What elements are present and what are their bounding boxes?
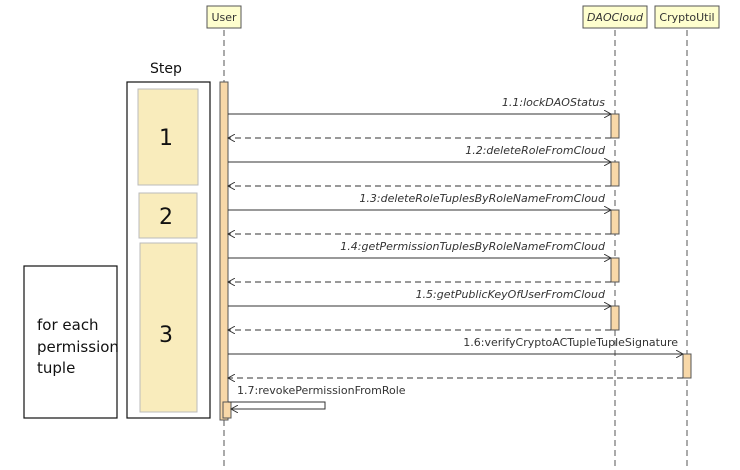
participant-daocloud-label: DAOCloud <box>587 11 644 24</box>
daocloud-activation-4 <box>610 257 620 283</box>
note-line-1: for each <box>37 316 99 334</box>
message-1-4: 1.4:getPermissionTuplesByRoleNameFromClo… <box>228 240 611 282</box>
daocloud-activation-5 <box>610 305 620 331</box>
step-box-1-label: 1 <box>159 126 173 151</box>
message-1-3-label: 1.3:deleteRoleTuplesByRoleNameFromCloud <box>359 192 606 205</box>
daocloud-activation-3 <box>610 209 620 235</box>
participant-cryptoutil-label: CryptoUtil <box>659 11 714 24</box>
message-1-3: 1.3:deleteRoleTuplesByRoleNameFromCloud <box>228 192 611 234</box>
note-box: for each permission tuple <box>23 265 119 419</box>
message-1-2: 1.2:deleteRoleFromCloud <box>228 144 611 186</box>
participant-cryptoutil[interactable]: CryptoUtil <box>654 5 720 29</box>
participant-daocloud[interactable]: DAOCloud <box>582 5 648 29</box>
note-line-3: tuple <box>37 359 75 377</box>
step-panel: Step 1 2 3 <box>126 61 211 419</box>
step-box-1 <box>137 88 199 186</box>
step-panel-title: Step <box>150 61 182 77</box>
message-1-2-label: 1.2:deleteRoleFromCloud <box>465 144 606 157</box>
step-box-3 <box>139 242 198 413</box>
message-1-6: 1.6:verifyCryptoACTupleTupleSignature <box>228 336 683 378</box>
message-1-5-label: 1.5:getPublicKeyOfUserFromCloud <box>416 288 606 301</box>
participant-user-label: User <box>211 11 237 24</box>
cryptoutil-activation <box>682 353 692 379</box>
user-activation <box>219 81 229 421</box>
message-1-5: 1.5:getPublicKeyOfUserFromCloud <box>228 288 611 330</box>
message-1-4-label: 1.4:getPermissionTuplesByRoleNameFromClo… <box>340 240 606 253</box>
step-box-2 <box>138 192 198 239</box>
message-1-1: 1.1:lockDAOStatus <box>228 96 611 138</box>
message-1-7: 1.7:revokePermissionFromRole <box>228 384 406 409</box>
daocloud-activation-1 <box>610 113 620 139</box>
note-line-2: permission <box>37 338 119 356</box>
participant-user[interactable]: User <box>206 5 242 29</box>
message-1-1-label: 1.1:lockDAOStatus <box>502 96 605 109</box>
message-1-7-label: 1.7:revokePermissionFromRole <box>237 384 406 397</box>
step-box-2-label: 2 <box>159 205 173 230</box>
user-self-activation <box>222 401 232 419</box>
message-1-6-label: 1.6:verifyCryptoACTupleTupleSignature <box>463 336 678 349</box>
daocloud-activation-2 <box>610 161 620 187</box>
step-box-3-label: 3 <box>159 323 173 348</box>
